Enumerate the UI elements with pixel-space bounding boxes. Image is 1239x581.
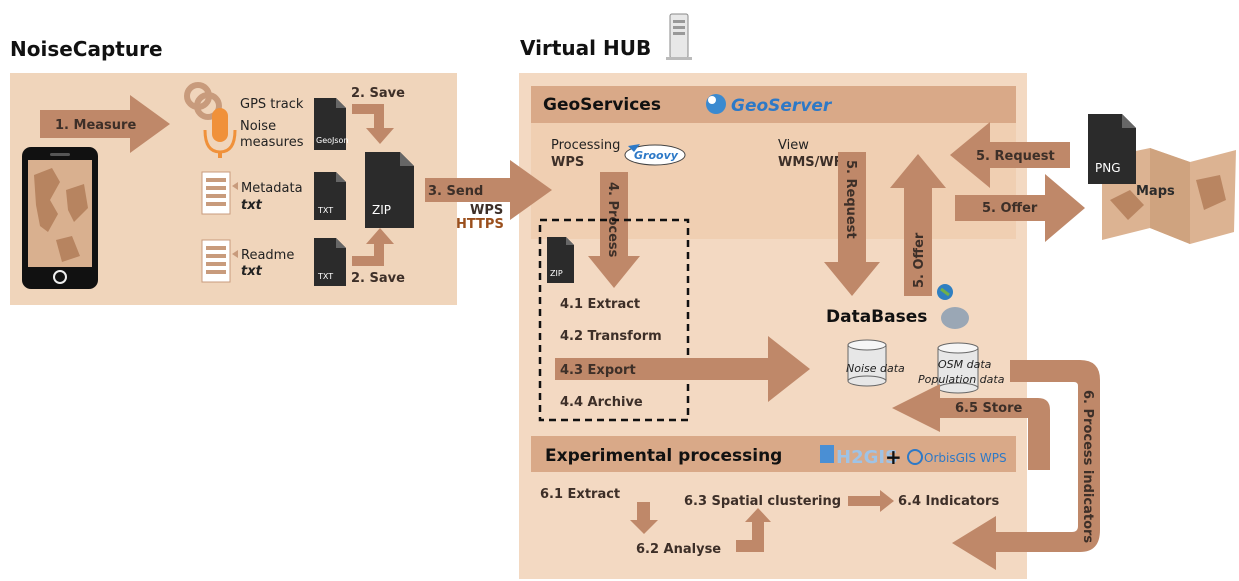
exp-extract-label: 6.1 Extract [540, 487, 620, 502]
geoservices-title: GeoServices [543, 95, 661, 115]
groovy-logo: Groovy [624, 144, 686, 166]
txt-file-icon: TXT [314, 172, 346, 220]
step-export: 4.3 Export [560, 363, 636, 378]
svg-text:ZIP: ZIP [372, 203, 391, 217]
readme-document-icon [201, 239, 238, 283]
processing-wps: WPS [551, 155, 584, 170]
measure-arrow [40, 95, 170, 153]
measure-label: 1. Measure [55, 118, 136, 133]
analyse-to-clustering-arrow [736, 508, 771, 552]
svg-text:TXT: TXT [317, 206, 333, 215]
view-label: View [778, 138, 809, 153]
svg-text:H2GIS: H2GIS [836, 447, 898, 468]
zip-file-icon: ZIP [547, 237, 574, 283]
maps-request-arrow [950, 122, 1070, 188]
noisecapture-title: NoiseCapture [10, 37, 163, 61]
send-transport: HTTPS [456, 217, 504, 232]
exp-analyse-label: 6.2 Analyse [636, 542, 721, 557]
svg-text:ZIP: ZIP [550, 269, 563, 278]
extract-to-analyse-arrow [630, 502, 658, 534]
send-label: 3. Send [428, 184, 483, 199]
exp-clustering-label: 6.3 Spatial clustering [684, 494, 841, 509]
databases-title: DataBases [826, 307, 927, 327]
osm-data-label: OSM data [938, 358, 992, 371]
view-wms: WMS/WFS [778, 155, 852, 170]
zip-file-icon: ZIP [365, 152, 414, 228]
population-data-label: Population data [918, 373, 1005, 386]
geoservices-header [531, 86, 1016, 123]
postgresql-elephant-icon [937, 284, 969, 329]
measures-label: measures [240, 135, 304, 150]
clustering-to-indicators-arrow [848, 490, 894, 512]
metadata-document-icon [201, 171, 238, 215]
metadata-label: Metadata [241, 181, 303, 196]
store-arrow [892, 384, 1050, 470]
noise-database-icon [847, 339, 887, 387]
request-down-label: 5. Request [843, 160, 858, 239]
svg-text:OrbisGIS WPS: OrbisGIS WPS [924, 451, 1007, 465]
gps-microphone-icon [184, 82, 237, 158]
step-transform: 4.2 Transform [560, 329, 662, 344]
gps-track-label: GPS track [240, 97, 304, 112]
save-arrow-top [352, 104, 394, 144]
process-indicators-arrow [952, 360, 1100, 570]
process-indicators-label: 6. Process indicators [1080, 390, 1095, 543]
store-label: 6.5 Store [955, 401, 1022, 416]
processing-steps-box [538, 218, 690, 422]
readme-ext: txt [241, 264, 263, 279]
offer-up-arrow [890, 154, 946, 296]
save-bottom-label: 2. Save [351, 271, 405, 286]
geojson-file-icon: GeoJson [314, 98, 349, 150]
noise-data-label: Noise data [846, 362, 905, 375]
save-arrow-bottom [352, 228, 394, 266]
request-down-arrow [824, 152, 880, 296]
readme-label: Readme [241, 248, 294, 263]
experimental-title: Experimental processing [545, 446, 782, 466]
osm-database-icon [937, 342, 979, 394]
step-archive: 4.4 Archive [560, 395, 643, 410]
virtual-hub-title: Virtual HUB [520, 36, 651, 60]
orbisgis-logo: OrbisGIS WPS [907, 449, 1007, 465]
experimental-header [531, 436, 1016, 472]
maps-offer-label: 5. Offer [982, 201, 1038, 216]
geoserver-logo: GeoServer [706, 94, 833, 116]
h2gis-logo: H2GIS [820, 445, 898, 468]
save-top-label: 2. Save [351, 86, 405, 101]
server-icon [666, 13, 692, 60]
processing-label: Processing [551, 138, 620, 153]
maps-request-label: 5. Request [976, 149, 1055, 164]
txt-file-icon: TXT [314, 238, 346, 286]
plus-sign: + [885, 445, 902, 469]
metadata-ext: txt [241, 198, 263, 213]
smartphone-icon [22, 147, 98, 289]
offer-up-label: 5. Offer [912, 232, 927, 288]
png-file-icon: PNG [1088, 114, 1136, 184]
send-arrow [425, 160, 552, 220]
export-arrow [555, 336, 810, 402]
svg-text:TXT: TXT [317, 272, 333, 281]
maps-label: Maps [1136, 184, 1175, 199]
maps-offer-arrow [955, 174, 1085, 242]
noise-label: Noise [240, 119, 276, 134]
svg-text:GeoServer: GeoServer [731, 96, 833, 116]
svg-text:PNG: PNG [1095, 161, 1121, 175]
process-arrow [588, 172, 640, 288]
step-extract: 4.1 Extract [560, 297, 640, 312]
exp-indicators-label: 6.4 Indicators [898, 494, 999, 509]
send-protocol: WPS [470, 203, 503, 218]
svg-text:Groovy: Groovy [634, 149, 679, 162]
svg-text:GeoJson: GeoJson [316, 136, 349, 145]
